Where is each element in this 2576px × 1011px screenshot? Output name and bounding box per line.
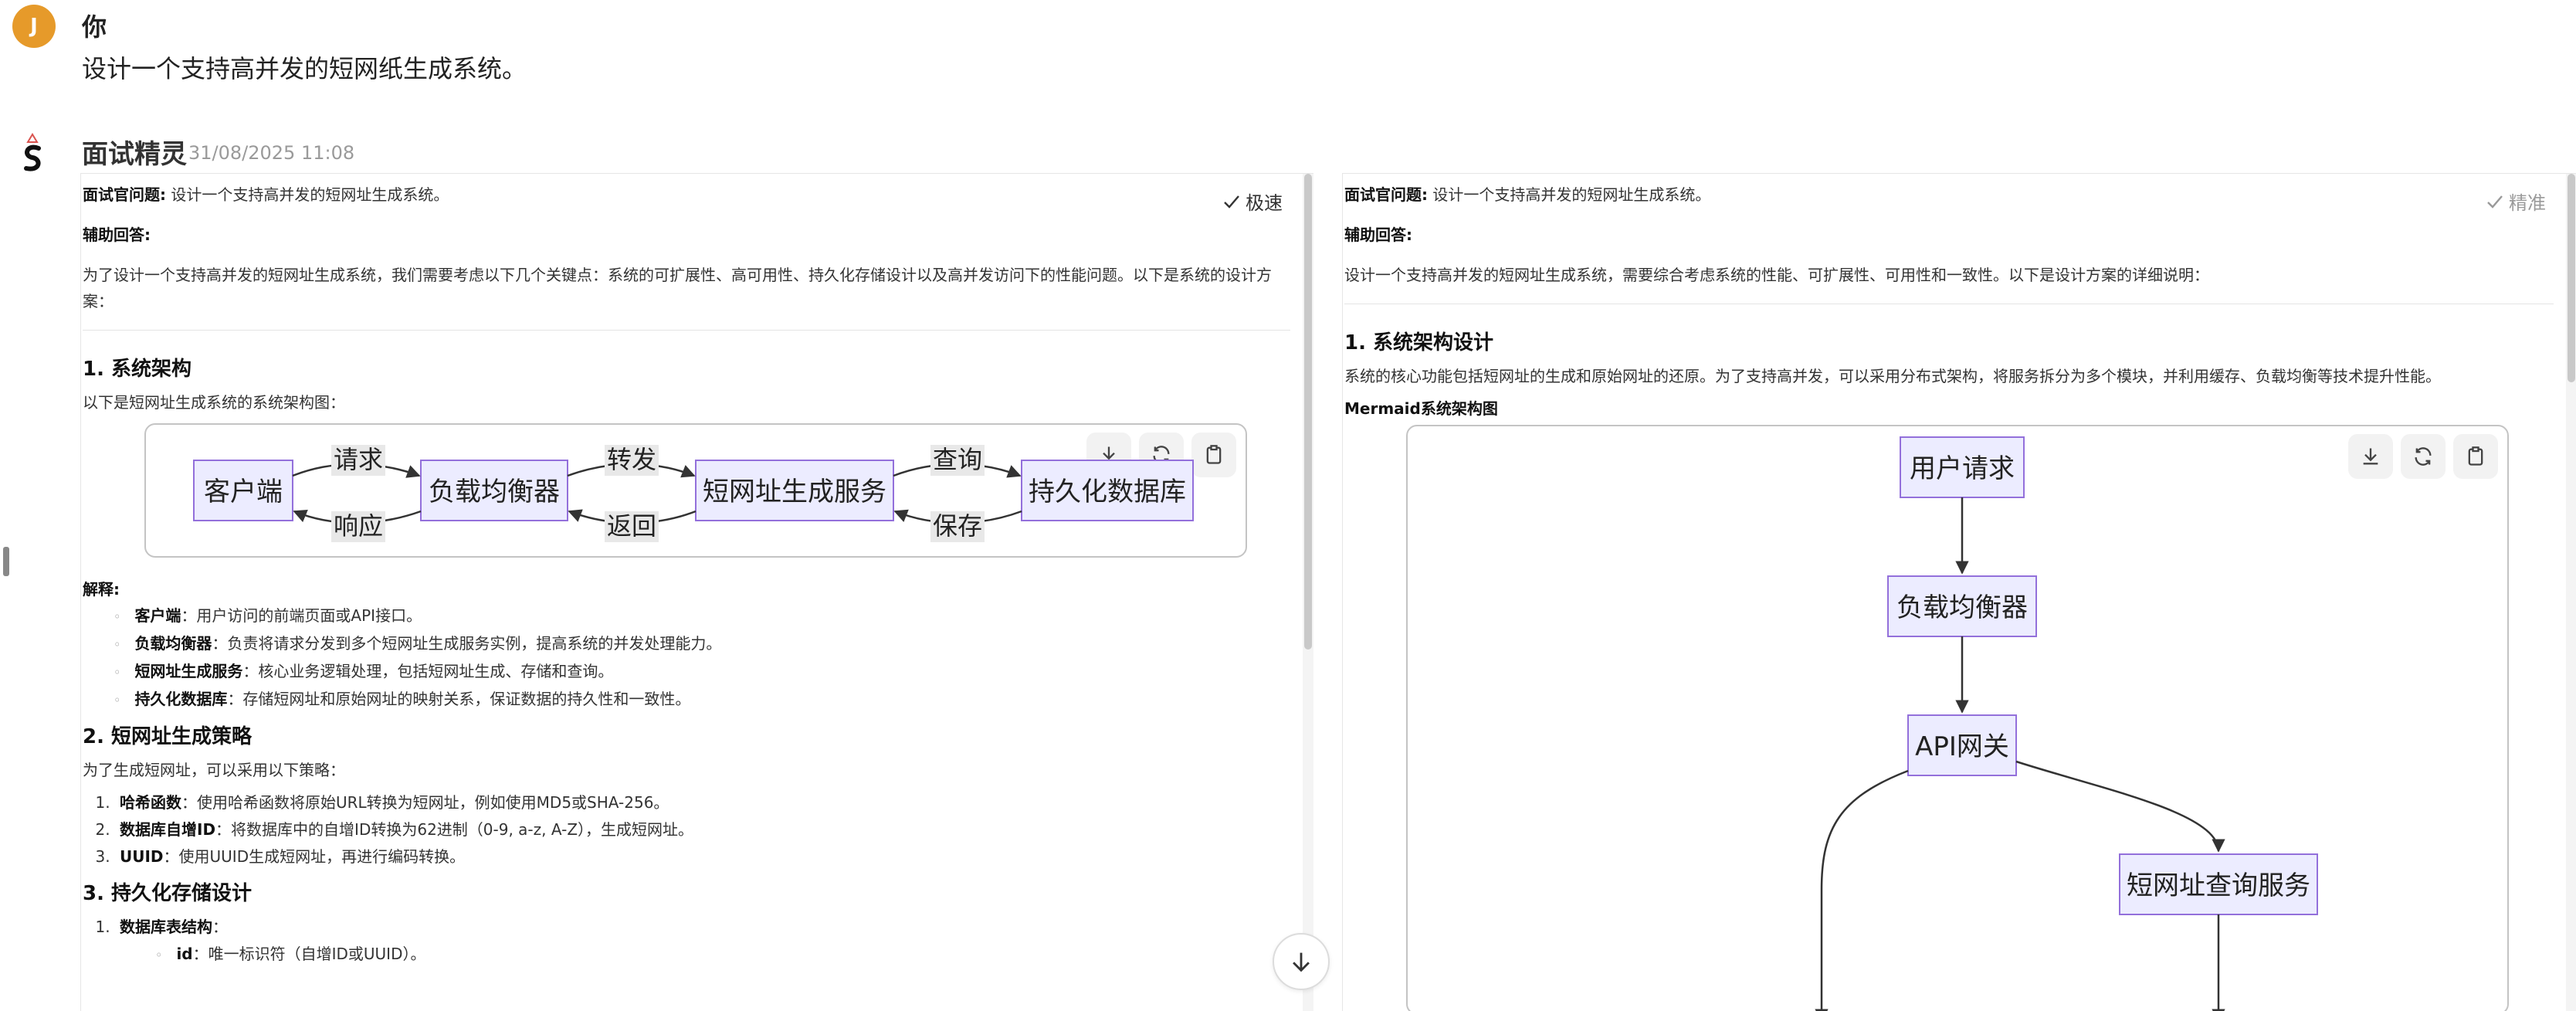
list-item: 持久化数据库：存储短网址和原始网址的映射关系，保证数据的持久性和一致性。 <box>114 686 1290 714</box>
question-text: 设计一个支持高并发的短网址生成系统。 <box>171 185 449 204</box>
bot-logo-icon <box>24 133 41 171</box>
svg-text:短网址查询服务: 短网址查询服务 <box>2127 870 2310 901</box>
svg-text:用户请求: 用户请求 <box>1910 453 2015 484</box>
user-avatar: J <box>12 5 56 48</box>
answer-panel-precise: 精准 面试官问题: 设计一个支持高并发的短网址生成系统。 辅助回答: 设计一个支… <box>1342 173 2576 1011</box>
user-message: 设计一个支持高并发的短网纸生成系统。 <box>82 54 527 83</box>
refresh-button[interactable] <box>2401 434 2446 479</box>
bot-name: 面试精灵 <box>82 139 187 170</box>
edge-label: 保存 <box>933 511 982 541</box>
intro-text: 为了设计一个支持高并发的短网址生成系统，我们需要考虑以下几个关键点：系统的可扩展… <box>83 266 1272 310</box>
section-desc: 为了生成短网址，可以采用以下策略： <box>83 761 345 779</box>
architecture-diagram: 客户端 负载均衡器 短网址生成服务 持久化数据库 <box>144 423 1247 558</box>
list-item: UUID：使用UUID生成短网址，再进行编码转换。 <box>115 843 1290 870</box>
download-icon <box>2363 448 2378 465</box>
refresh-icon <box>2415 447 2432 466</box>
divider <box>83 330 1290 331</box>
edge-label: 返回 <box>607 511 656 541</box>
bot-timestamp: 31/08/2025 11:08 <box>188 142 355 164</box>
section-desc: 以下是短网址生成系统的系统架构图： <box>83 393 345 412</box>
svg-text:短网址生成服务: 短网址生成服务 <box>703 477 886 507</box>
strategy-list: 哈希函数：使用哈希函数将原始URL转换为短网址，例如使用MD5或SHA-256。… <box>83 789 1290 870</box>
section-title: 1. 系统架构 <box>83 358 192 381</box>
section-title: 1. 系统架构设计 <box>1344 331 1494 355</box>
scroll-down-button[interactable] <box>1273 933 1330 990</box>
node-client: 客户端 <box>193 460 293 521</box>
question-label: 面试官问题: <box>83 185 166 204</box>
download-button[interactable] <box>2348 434 2393 479</box>
clipboard-icon <box>1206 445 1222 464</box>
sidebar-resize-handle[interactable] <box>3 547 9 576</box>
answer-panel-fast: 极速 面试官问题: 设计一个支持高并发的短网址生成系统。 辅助回答: 为了设计一… <box>80 173 1313 1011</box>
scrollbar-thumb[interactable] <box>2568 174 2575 382</box>
list-item: id：唯一标识符（自增ID或UUID）。 <box>151 941 1290 969</box>
mermaid-label: Mermaid系统架构图 <box>1344 399 1498 418</box>
mermaid-diagram: 用户请求 负载均衡器 API网关 短网址查询服务 <box>1406 425 2509 1011</box>
node-database: 持久化数据库 <box>1021 460 1194 521</box>
copy-button[interactable] <box>2453 434 2498 479</box>
mode-badge-fast[interactable]: 极速 <box>1222 188 1283 215</box>
mode-label: 精准 <box>2509 192 2546 214</box>
intro-text: 设计一个支持高并发的短网址生成系统，需要综合考虑系统的性能、可扩展性、可用性和一… <box>1344 266 2209 284</box>
arrow-down-icon <box>1293 952 1310 972</box>
svg-text:客户端: 客户端 <box>204 477 283 507</box>
clipboard-icon <box>2468 446 2483 466</box>
edge-label: 响应 <box>334 511 383 541</box>
svg-text:负载均衡器: 负载均衡器 <box>429 477 560 507</box>
node-load-balancer: 负载均衡器 <box>1887 575 2037 637</box>
section-desc: 系统的核心功能包括短网址的生成和原始网址的还原。为了支持高并发，可以采用分布式架… <box>1344 367 2441 385</box>
user-name: 你 <box>82 12 107 42</box>
copy-button[interactable] <box>1191 433 1236 477</box>
node-user-request: 用户请求 <box>1900 436 2025 498</box>
question-text: 设计一个支持高并发的短网址生成系统。 <box>1432 185 1711 204</box>
list-item: 短网址生成服务：核心业务逻辑处理，包括短网址生成、存储和查询。 <box>114 658 1290 686</box>
question-label: 面试官问题: <box>1344 185 1428 204</box>
assist-label: 辅助回答: <box>1344 226 1412 244</box>
check-icon <box>1224 195 1239 209</box>
node-load-balancer: 负载均衡器 <box>420 460 568 521</box>
svg-text:API网关: API网关 <box>1915 731 2009 762</box>
list-item: 数据库表结构： id：唯一标识符（自增ID或UUID）。 <box>115 914 1290 969</box>
explain-list: 客户端：用户访问的前端页面或API接口。 负载均衡器：负责将请求分发到多个短网址… <box>83 602 1290 714</box>
edge-label: 查询 <box>933 445 982 474</box>
scrollbar-thumb[interactable] <box>1304 174 1312 650</box>
explain-label: 解释: <box>83 580 120 599</box>
mode-badge-precise[interactable]: 精准 <box>2486 188 2546 215</box>
list-item: 客户端：用户访问的前端页面或API接口。 <box>114 602 1290 630</box>
storage-list: 数据库表结构： id：唯一标识符（自增ID或UUID）。 <box>83 914 1290 969</box>
list-item: 负载均衡器：负责将请求分发到多个短网址生成服务实例，提高系统的并发处理能力。 <box>114 630 1290 658</box>
svg-text:持久化数据库: 持久化数据库 <box>1029 477 1186 507</box>
section-title: 3. 持久化存储设计 <box>83 882 253 905</box>
node-short-url-query-service: 短网址查询服务 <box>2119 853 2318 915</box>
flowchart-svg: 用户请求 负载均衡器 API网关 短网址查询服务 <box>1815 436 2318 1011</box>
list-item: 数据库自增ID：将数据库中的自增ID转换为62进制（0-9, a-z, A-Z）… <box>115 816 1290 843</box>
diagram-toolbar <box>2348 434 2498 479</box>
edge-label: 请求 <box>334 445 383 474</box>
node-api-gateway: API网关 <box>1907 714 2017 776</box>
section-title: 2. 短网址生成策略 <box>83 725 253 748</box>
mode-label: 极速 <box>1246 192 1283 214</box>
scrollbar[interactable] <box>2566 174 2576 1011</box>
list-item: 哈希函数：使用哈希函数将原始URL转换为短网址，例如使用MD5或SHA-256。 <box>115 789 1290 816</box>
check-icon <box>2487 195 2503 209</box>
scrollbar[interactable] <box>1303 174 1313 1011</box>
flowchart-svg: 客户端 负载均衡器 短网址生成服务 持久化数据库 <box>193 445 1194 542</box>
edge-label: 转发 <box>607 445 656 474</box>
svg-text:负载均衡器: 负载均衡器 <box>1896 592 2028 623</box>
node-short-url-service: 短网址生成服务 <box>695 460 894 521</box>
assist-label: 辅助回答: <box>83 226 151 244</box>
